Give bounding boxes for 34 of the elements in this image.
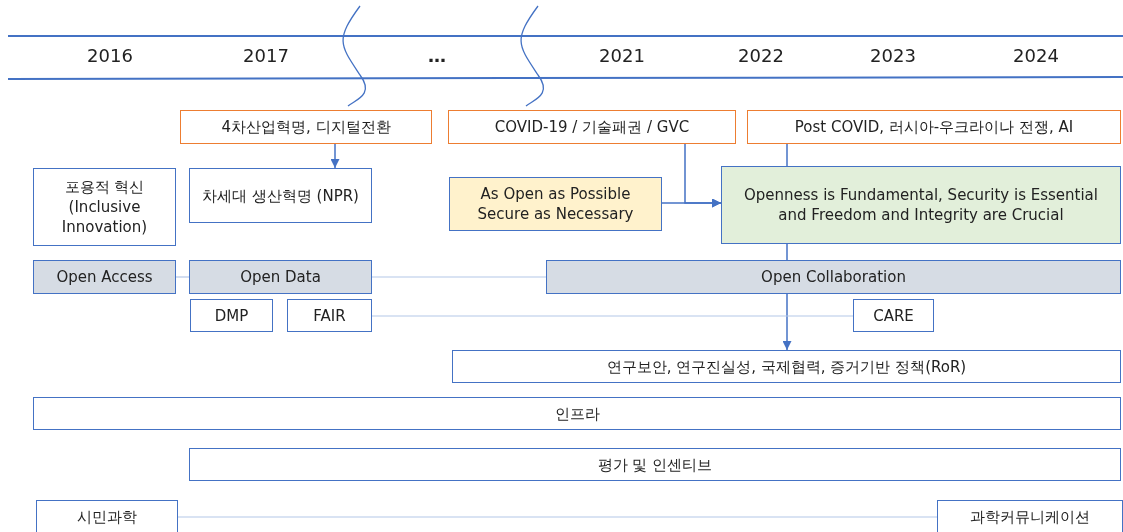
text-box: 포용적 혁신 (Inclusive Innovation) xyxy=(33,168,176,246)
arrow xyxy=(661,198,722,208)
text-box: CARE xyxy=(853,299,934,332)
text-box: FAIR xyxy=(287,299,372,332)
text-box: 시민과학 xyxy=(36,500,178,532)
year-label: 2017 xyxy=(243,45,289,66)
text-box: 인프라 xyxy=(33,397,1121,430)
connector-line xyxy=(371,315,854,317)
arrow xyxy=(330,143,340,169)
connector-line xyxy=(786,243,788,261)
principle-box: Openness is Fundamental, Security is Essential and Freedom and Integrity are Crucial xyxy=(721,166,1121,244)
text-box: 연구보안, 연구진실성, 국제협력, 증거기반 정책(RoR) xyxy=(452,350,1121,383)
arrow xyxy=(782,293,792,351)
text-box: 과학커뮤니케이션 xyxy=(937,500,1123,532)
connector-line xyxy=(175,276,190,278)
phase-bar: Open Collaboration xyxy=(546,260,1121,294)
context-box: Post COVID, 러시아-우크라이나 전쟁, AI xyxy=(747,110,1121,144)
text-box: DMP xyxy=(190,299,273,332)
phase-bar: Open Data xyxy=(189,260,372,294)
connector-line xyxy=(786,143,788,167)
year-label: 2021 xyxy=(599,45,645,66)
text-box: 차세대 생산혁명 (NPR) xyxy=(189,168,372,223)
text-box: 평가 및 인센티브 xyxy=(189,448,1121,481)
context-box: 4차산업혁명, 디지털전환 xyxy=(180,110,432,144)
year-label: 2016 xyxy=(87,45,133,66)
year-label: 2024 xyxy=(1013,45,1059,66)
connector-line xyxy=(177,516,938,518)
policy-box: As Open as Possible Secure as Necessary xyxy=(449,177,662,231)
connector-line xyxy=(371,276,547,278)
phase-bar: Open Access xyxy=(33,260,176,294)
year-label: … xyxy=(428,45,446,66)
context-box: COVID-19 / 기술패권 / GVC xyxy=(448,110,736,144)
year-label: 2023 xyxy=(870,45,916,66)
year-label: 2022 xyxy=(738,45,784,66)
